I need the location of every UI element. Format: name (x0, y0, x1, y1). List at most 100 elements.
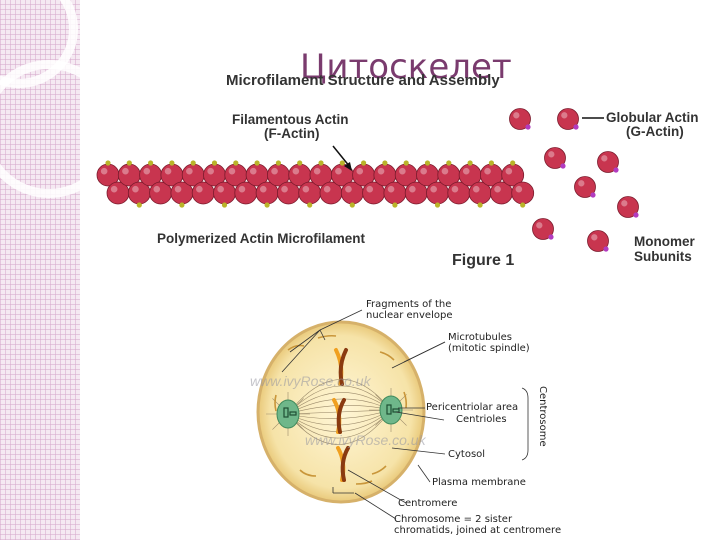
nucleotide-dot (297, 160, 303, 166)
decorative-sidebar (0, 0, 80, 540)
actin-monomer-highlight (561, 112, 568, 119)
nucleotide-dot (510, 160, 516, 166)
g-actin-abbrev-label: (G-Actin) (626, 124, 684, 139)
chromosome-label-line1: Chromosome = 2 sister (394, 514, 513, 525)
nucleotide-dot (275, 160, 281, 166)
nucleotide-dot (434, 202, 441, 208)
actin-monomer-highlight (536, 222, 543, 229)
centrioles-label: Centrioles (456, 414, 507, 425)
actin-monomer-highlight (122, 167, 129, 175)
actin-monomer-highlight (601, 155, 608, 162)
actin-monomer-highlight (366, 185, 374, 193)
actin-monomer-highlight (515, 185, 523, 193)
figure-1-label: Figure 1 (452, 252, 515, 269)
actin-monomer-highlight (494, 185, 501, 193)
nucleotide-dot (424, 160, 431, 166)
nucleotide-dot (233, 160, 239, 166)
actin-monomer (544, 147, 566, 169)
label-pointers (281, 309, 529, 520)
sidebar-swirl (0, 60, 80, 198)
actin-monomer-highlight (196, 185, 203, 193)
fragments-label: Fragments of the nuclear envelope (366, 299, 452, 321)
actin-monomer (509, 108, 531, 130)
actin-monomer-highlight (207, 167, 214, 175)
nucleotide-dot (488, 160, 494, 166)
actin-monomer (557, 108, 579, 130)
actin-monomer-highlight (484, 167, 491, 175)
nucleotide-dot (318, 160, 324, 166)
spindle-fibre (287, 392, 392, 415)
nucleotide-dot (179, 202, 185, 208)
nucleotide-dot (477, 202, 483, 208)
actin-monomer (587, 230, 609, 252)
polymer-label: Polymerized Actin Microfilament (157, 231, 366, 246)
actin-monomer-highlight (505, 167, 513, 175)
watermark: www.ivyRose.co.uk (250, 373, 371, 389)
actin-monomer-highlight (238, 185, 246, 193)
cytosol-label: Cytosol (448, 449, 486, 460)
nucleotide-dot (613, 167, 619, 173)
nucleotide-dot (307, 202, 313, 208)
centrosome-label-box: Centrosome (536, 386, 550, 456)
fragments-label-line1: Fragments of the (366, 299, 452, 310)
chromosome-label: Chromosome = 2 sister chromatids, joined… (394, 514, 561, 536)
actin-monomer-highlight (399, 167, 406, 175)
actin-monomer-highlight (153, 185, 161, 193)
actin-monomer-highlight (409, 185, 416, 193)
actin-monomer-highlight (578, 180, 585, 187)
actin-monomer (532, 218, 554, 240)
nucleotide-dot (603, 246, 609, 252)
pericentriolar-label: Pericentriolar area (426, 402, 519, 413)
actin-monomer-highlight (228, 167, 236, 175)
actin-monomer-highlight (313, 167, 321, 175)
actin-monomer-highlight (174, 185, 182, 193)
actin-monomer-highlight (548, 151, 555, 158)
nucleotide-dot (349, 202, 355, 208)
spindle-fibre (287, 409, 392, 439)
nucleotide-dot (392, 202, 398, 208)
actin-monomer-highlight (451, 185, 459, 193)
actin-monomer-highlight (345, 185, 352, 193)
actin-monomer-highlight (513, 112, 520, 119)
actin-monomer-highlight (377, 167, 385, 175)
slide-title: Цитоскелет (300, 46, 512, 87)
microfilament-heading: Microfilament Structure and Assembly (226, 72, 500, 89)
actin-monomer-highlight (472, 185, 480, 193)
nucleotide-dot (548, 234, 554, 240)
nucleotide-dot (525, 124, 531, 130)
nucleotide-dot (560, 163, 566, 169)
actin-monomer-highlight (323, 185, 331, 193)
nucleotide-dot (590, 192, 596, 198)
subunits-label: Subunits (634, 249, 692, 264)
nucleotide-dot (211, 160, 218, 166)
f-actin-label: Filamentous Actin (232, 112, 349, 127)
actin-monomer-highlight (441, 167, 449, 175)
actin-monomer-highlight (621, 200, 628, 207)
actin-monomer (597, 151, 619, 173)
centromere-label: Centromere (398, 498, 458, 509)
f-actin-pointer (332, 145, 351, 168)
spindle-fibre (287, 385, 392, 415)
actin-monomer-highlight (430, 185, 437, 193)
actin-monomer-highlight (217, 185, 224, 193)
actin-monomer-highlight (387, 185, 395, 193)
actin-monomer-highlight (259, 185, 267, 193)
actin-monomer-highlight (292, 167, 300, 175)
spindle-fibre (287, 409, 392, 445)
monomer-label: Monomer (634, 234, 695, 249)
actin-monomer-highlight (420, 167, 427, 175)
actin-monomer (617, 196, 639, 218)
actin-monomer-highlight (132, 185, 139, 193)
nucleotide-dot (126, 160, 132, 166)
nucleotide-dot (382, 160, 388, 166)
watermark: www.ivyRose.co.uk (305, 432, 426, 448)
nucleotide-dot (573, 124, 579, 130)
microtubules-label-line2: (mitotic spindle) (448, 343, 530, 354)
nucleotide-dot (446, 160, 452, 166)
nucleotide-dot (467, 160, 473, 166)
nucleotide-dot (105, 160, 111, 166)
plasma-membrane-label: Plasma membrane (432, 477, 526, 488)
nucleotide-dot (264, 202, 270, 208)
chromosomes (332, 348, 350, 482)
